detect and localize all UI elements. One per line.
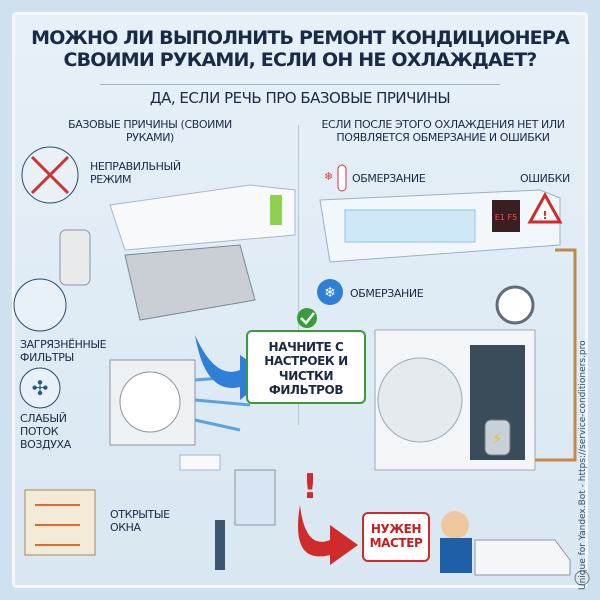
outdoor-unit: ⚡ (374, 329, 536, 471)
label-freezing: ОБМЕРЗАНИЕ (352, 172, 426, 185)
label-wrong-mode: НЕПРАВИЛЬНЫЙ РЕЖИМ (90, 160, 181, 187)
small-ac (179, 454, 221, 471)
label-weak-airflow: СЛАБЫЙ ПОТОК ВОЗДУХА (20, 412, 71, 452)
subtitle: ДА, ЕСЛИ РЕЧЬ ПРО БАЗОВЫЕ ПРИЧИНЫ (149, 89, 451, 107)
pipes (535, 248, 577, 462)
need-master-box: НУЖЕН МАСТЕР (362, 512, 430, 562)
divider (100, 84, 500, 85)
compressor (484, 419, 511, 456)
svg-text:!: ! (542, 209, 547, 222)
column-divider (298, 125, 299, 425)
pressure-gauge (495, 285, 535, 325)
indoor-unit-left (109, 184, 296, 251)
dirty-filter (124, 244, 256, 321)
bot-icon (574, 570, 590, 586)
watermark: Unique for Yandex.Bot - https://service-… (578, 340, 588, 590)
fan-icon (19, 367, 61, 409)
svg-text:✣: ✣ (32, 376, 49, 400)
label-dirty-filters: ЗАГРЯЗНЁННЫЕ ФИЛЬТРЫ (20, 338, 107, 365)
label-open-windows: ОТКРЫТЫЕ ОКНА (110, 508, 170, 535)
infographic-frame (12, 12, 588, 588)
error-code: E1 F5 (495, 213, 517, 222)
left-heading: БАЗОВЫЕ ПРИЧИНЫ (СВОИМИ РУКАМИ) (68, 118, 232, 145)
service-van (474, 539, 571, 576)
remote-control (59, 229, 91, 286)
technician (441, 511, 469, 539)
error-display (492, 200, 520, 232)
person (215, 520, 225, 570)
arrow-blue (195, 335, 250, 400)
warning-icon (527, 191, 563, 224)
label-freezing-2: ОБМЕРЗАНИЕ (350, 287, 424, 300)
exclamation-icon: ! (302, 467, 318, 507)
snowflake-icon (317, 279, 343, 305)
frozen-indoor-unit (319, 189, 561, 263)
svg-text:⚡: ⚡ (491, 429, 502, 448)
svg-text:❄: ❄ (324, 170, 333, 183)
svg-text:❄: ❄ (324, 285, 336, 301)
thermometer-icon (337, 164, 347, 192)
start-with-settings-box: НАЧНИТЕ С НАСТРОЕК И ЧИСТКИ ФИЛЬТРОВ (246, 330, 366, 404)
filter-brush-icon (13, 278, 67, 332)
arrow-red (298, 505, 358, 565)
window (234, 469, 276, 526)
right-heading: ЕСЛИ ПОСЛЕ ЭТОГО ОХЛАЖДЕНИЯ НЕТ ИЛИ ПОЯВ… (321, 118, 565, 145)
check-icon (297, 308, 317, 328)
page-title: МОЖНО ЛИ ВЫПОЛНИТЬ РЕМОНТ КОНДИЦИОНЕРА С… (31, 27, 570, 71)
label-errors: ОШИБКИ (520, 172, 570, 185)
